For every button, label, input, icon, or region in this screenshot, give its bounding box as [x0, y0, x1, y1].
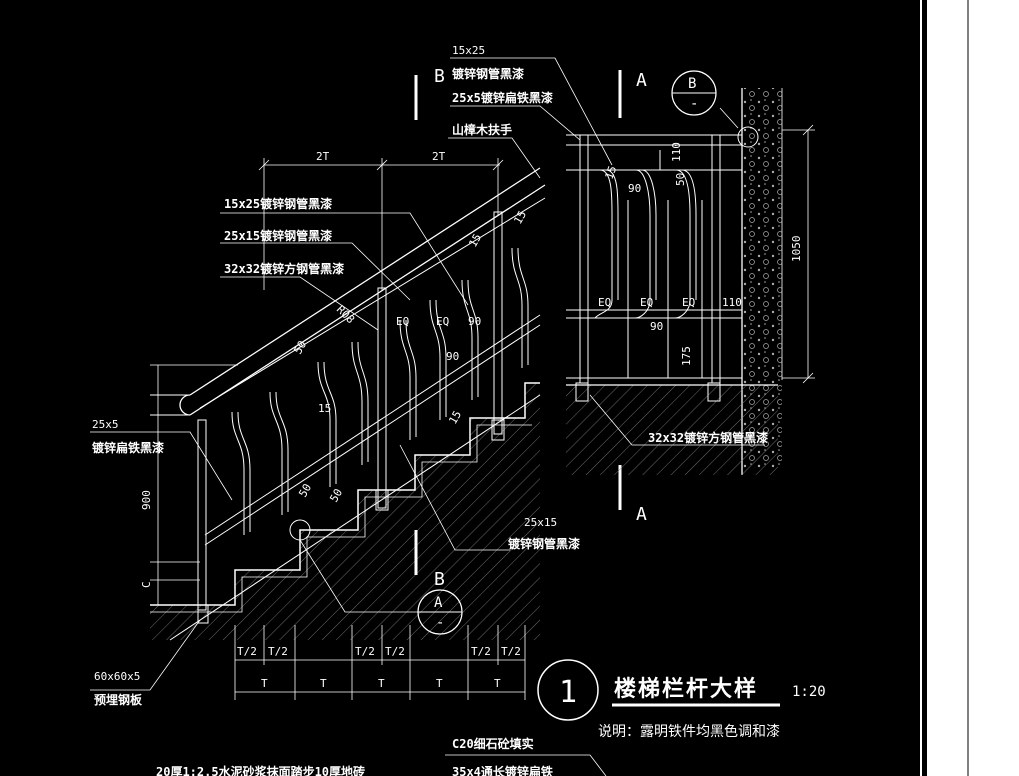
dim-15a: 15 — [318, 402, 331, 415]
detail-b-bubble — [671, 70, 717, 116]
dim-90a: 90 — [468, 315, 481, 328]
dim-110b: 110 — [722, 296, 742, 309]
dim-50c: 50 — [327, 487, 345, 505]
dim-t1: T — [261, 677, 268, 690]
dim-15b: 15 — [511, 209, 529, 227]
label-bottom-cut: 20厚1:2.5水泥砂浆抹面踏步10厚地砖 — [156, 764, 365, 776]
dim-15e: 15 — [603, 164, 620, 181]
section-mark-b-top: B — [434, 66, 445, 87]
label-25x5-left-text: 镀锌扁铁黑漆 — [92, 440, 164, 455]
dim-t2-6: T/2 — [501, 645, 521, 658]
title-scale: 1:20 — [792, 684, 826, 700]
dim-eq-e: EQ — [682, 296, 695, 309]
section-a-height-dimension — [782, 124, 815, 384]
section-mark-b-bottom: B — [434, 569, 445, 590]
detail-a-marker-circle — [289, 519, 425, 613]
dim-175: 175 — [680, 346, 693, 366]
label-32x32: 32x32镀锌方钢管黑漆 — [224, 261, 344, 276]
label-15x25-text: 镀锌钢管黑漆 — [452, 66, 524, 81]
section-mark-a-bottom: A — [636, 504, 647, 525]
left-height-dimension — [150, 364, 238, 605]
stair-concrete-body — [150, 382, 541, 641]
dim-110a: 110 — [670, 142, 683, 162]
dim-1050: 1050 — [790, 236, 803, 263]
leader-lines-right — [450, 57, 765, 446]
label-35-flat-steel: 35x4通长镀锌扁铁 — [452, 764, 553, 776]
label-c20: C20细石砼填实 — [452, 736, 534, 751]
label-25x5-flat: 25x5镀锌扁铁黑漆 — [452, 90, 553, 105]
label-15x25b: 15x25镀锌钢管黑漆 — [224, 196, 332, 211]
dim-t2-4: T/2 — [385, 645, 405, 658]
dim-15d: 15 — [446, 409, 464, 427]
dim-900: 900 — [140, 490, 153, 510]
detail-a-dash: - — [436, 615, 444, 631]
top-dimension-lines — [258, 158, 504, 290]
dim-90d: 90 — [650, 320, 663, 333]
label-60x60-text: 预埋钢板 — [94, 692, 143, 707]
label-handrail: 山樟木扶手 — [452, 122, 512, 137]
label-25x5-left-dim: 25x5 — [92, 418, 119, 431]
label-25x15-low-text: 镀锌钢管黑漆 — [508, 536, 580, 551]
leader-lines-left — [90, 137, 607, 776]
section-mark-a-top: A — [636, 70, 647, 91]
dim-t5: T — [494, 677, 501, 690]
section-a-wall — [566, 88, 783, 475]
detail-b-letter: B — [688, 76, 696, 92]
dim-c: C — [140, 581, 153, 588]
wavy-balusters — [231, 247, 529, 535]
dim-eq-d: EQ — [640, 296, 653, 309]
dim-2t-b: 2T — [432, 150, 446, 163]
dim-2t-a: 2T — [316, 150, 330, 163]
section-a-railing-frame — [566, 126, 759, 402]
dim-50d: 50 — [674, 173, 687, 186]
lower-rail — [204, 314, 541, 546]
dim-eq-b: EQ — [436, 315, 449, 328]
dim-t2-3: T/2 — [355, 645, 375, 658]
label-15x25-dim: 15x25 — [452, 44, 485, 57]
wooden-handrail — [150, 167, 546, 416]
detail-a-letter: A — [434, 595, 443, 611]
title-text: 楼梯栏杆大样 — [614, 676, 758, 702]
dim-eq-a: EQ — [396, 315, 409, 328]
label-25x15: 25x15镀锌钢管黑漆 — [224, 228, 332, 243]
dim-r08: R08 — [334, 303, 357, 326]
detail-a-bubble — [417, 589, 463, 635]
dim-90c: 90 — [628, 182, 641, 195]
title-number: 1 — [559, 675, 577, 710]
dim-90b: 90 — [446, 350, 459, 363]
dim-50b: 50 — [296, 482, 314, 500]
dim-15c: 15 — [466, 232, 484, 250]
drawing-frame-border — [920, 0, 1019, 776]
title-block — [537, 659, 780, 721]
label-32x32-right: 32x32镀锌方钢管黑漆 — [648, 430, 768, 445]
dim-eq-c: EQ — [598, 296, 611, 309]
label-25x15-low-dim: 25x15 — [524, 516, 557, 529]
dim-t2-2: T/2 — [268, 645, 288, 658]
dim-t2-5: T/2 — [471, 645, 491, 658]
label-60x60-dim: 60x60x5 — [94, 670, 140, 683]
dim-t2: T — [320, 677, 327, 690]
title-note: 说明：露明铁件均黑色调和漆 — [598, 723, 780, 740]
dim-t2-1: T/2 — [237, 645, 257, 658]
detail-b-dash: - — [690, 96, 698, 112]
bottom-dimension-lines — [234, 625, 526, 700]
dim-50a: 50 — [291, 339, 309, 357]
dim-t4: T — [436, 677, 443, 690]
section-a-balusters — [594, 150, 703, 378]
dim-t3: T — [378, 677, 385, 690]
